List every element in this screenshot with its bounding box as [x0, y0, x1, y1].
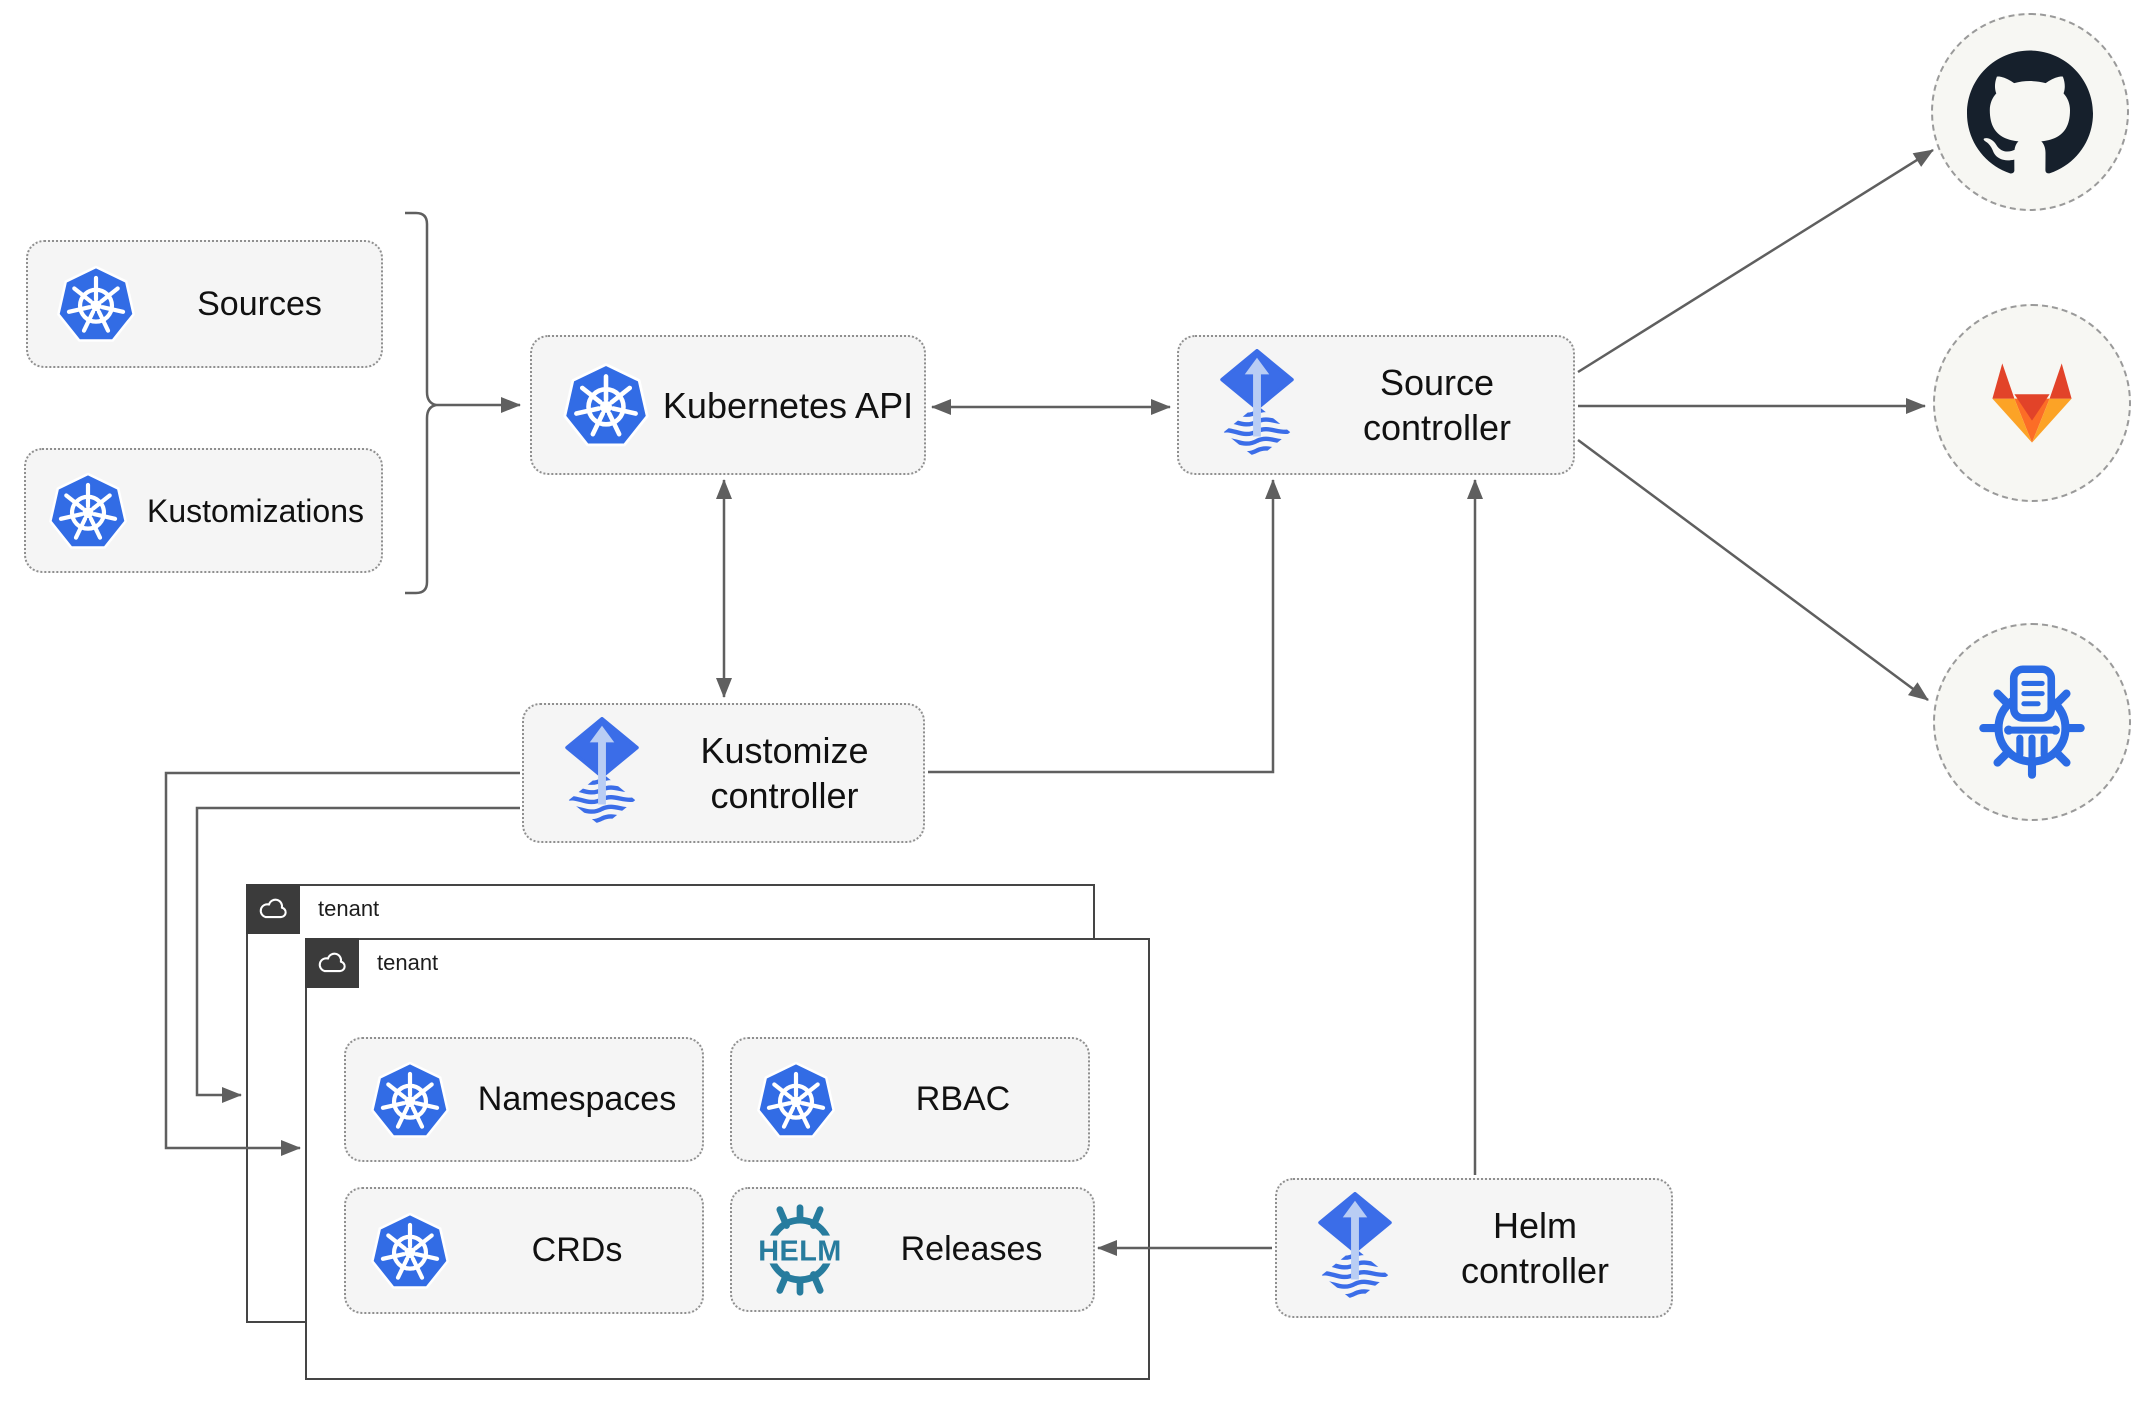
rbac-label: RBAC	[915, 1080, 1011, 1119]
source-controller-node: Source controller	[1177, 335, 1575, 475]
releases-label: Releases	[900, 1230, 1043, 1269]
crds-label: CRDs	[531, 1231, 623, 1270]
kubernetes-icon	[54, 262, 138, 346]
flux-icon	[1311, 1192, 1399, 1304]
tenant-inner-tab	[305, 938, 359, 988]
github-endpoint	[1931, 13, 2129, 211]
tenant-outer-label: tenant	[318, 896, 380, 921]
kustomizations-label: Kustomizations	[147, 492, 364, 529]
kustomize-controller-label: Kustomize controller	[700, 730, 869, 816]
bracket-sources-group	[405, 211, 437, 595]
kubernetes-api-label: Kubernetes API	[662, 384, 914, 426]
kubernetes-icon	[46, 469, 130, 553]
cloud-icon	[318, 952, 346, 973]
arrow-source-to-chart-repository	[1577, 438, 1929, 702]
helm-controller-label: Helm controller	[1460, 1205, 1610, 1291]
chart-repository-icon	[1979, 665, 2085, 779]
chart-repository-endpoint	[1933, 623, 2131, 821]
kustomize-controller-node: Kustomize controller	[522, 703, 925, 843]
arrow-kustomize-to-source	[928, 479, 1281, 774]
github-icon	[1967, 50, 2093, 174]
cloud-icon	[259, 898, 287, 919]
tenant-inner-box: Namespaces RBAC	[305, 938, 1150, 1380]
source-controller-label: Source controller	[1362, 362, 1512, 448]
releases-node: HELM Releases	[730, 1187, 1095, 1312]
namespaces-node: Namespaces	[344, 1037, 704, 1162]
kubernetes-icon	[754, 1058, 838, 1142]
kustomizations-node: Kustomizations	[24, 448, 383, 573]
arrow-source-to-github	[1577, 148, 1934, 374]
gitlab-endpoint	[1933, 304, 2131, 502]
flux-icon	[1213, 349, 1301, 461]
flux-icon	[558, 717, 646, 829]
kubernetes-icon	[368, 1058, 452, 1142]
sources-node: Sources	[26, 240, 383, 368]
tenant-outer-tab	[246, 884, 300, 934]
crds-node: CRDs	[344, 1187, 704, 1314]
namespaces-label: Namespaces	[477, 1080, 677, 1119]
tenant-inner-label: tenant	[377, 950, 439, 975]
helm-controller-node: Helm controller	[1275, 1178, 1673, 1318]
rbac-node: RBAC	[730, 1037, 1090, 1162]
kubernetes-icon	[560, 359, 652, 451]
helm-logo-icon: HELM	[750, 1200, 850, 1300]
kubernetes-api-node: Kubernetes API	[530, 335, 926, 475]
kubernetes-icon	[368, 1209, 452, 1293]
helm-wordmark: HELM	[758, 1235, 842, 1267]
sources-label: Sources	[197, 284, 322, 323]
gitlab-icon	[1992, 363, 2072, 443]
